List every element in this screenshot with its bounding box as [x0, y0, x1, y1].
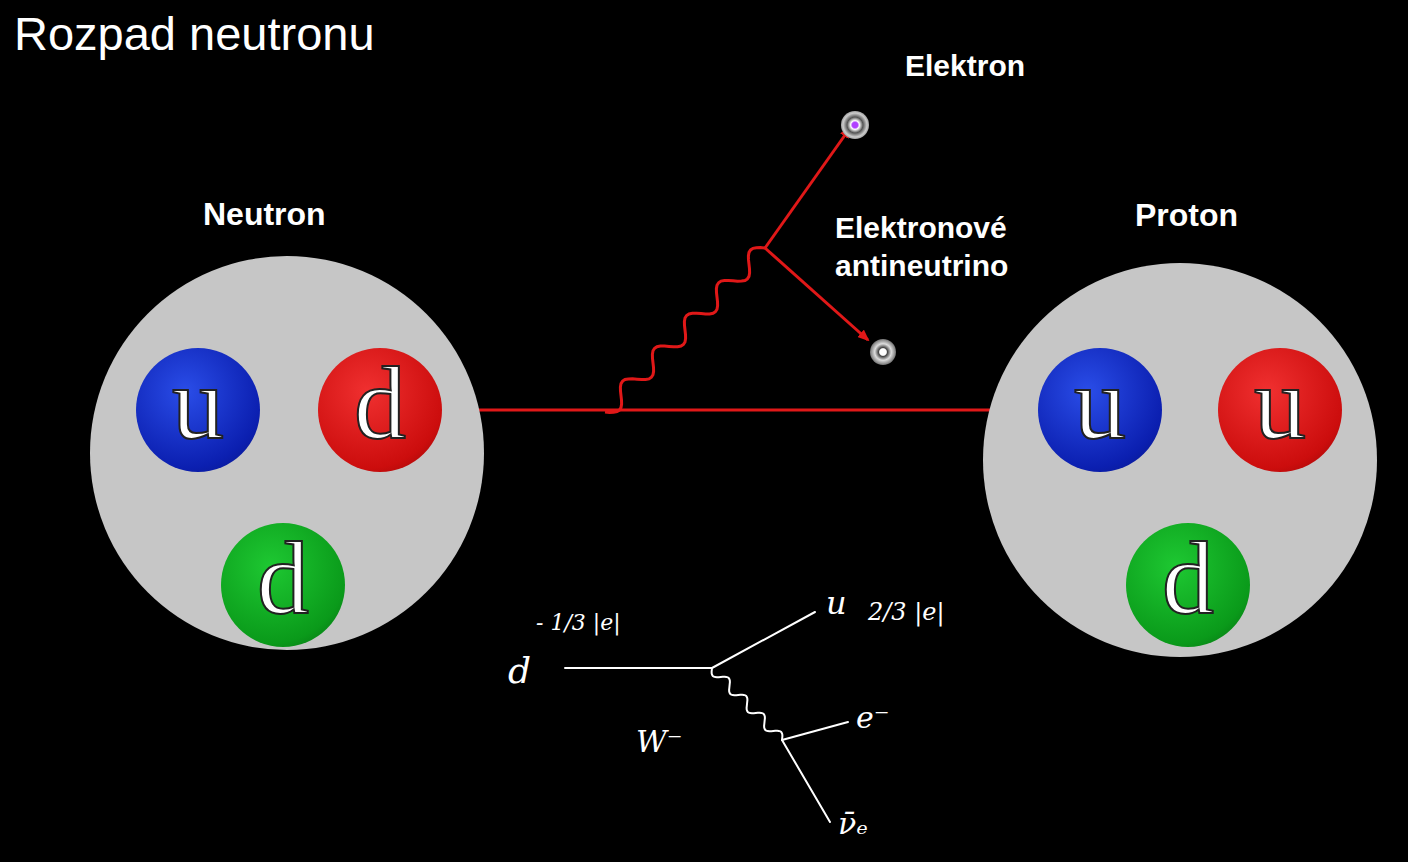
quark-transition-arrow [442, 409, 1038, 412]
nucleon-circle: Protonuud [983, 263, 1377, 657]
particle-dot: Elektron [841, 111, 869, 139]
quark-letter: u [1074, 351, 1126, 455]
nucleon-circle: Neutronudd [90, 256, 484, 650]
quark-ball: d [1126, 523, 1250, 647]
quark-ball: u [136, 348, 260, 472]
feynman-label: ν̄ₑ [838, 806, 868, 841]
particle-name: Neutron [203, 196, 326, 233]
feynman-label: 2/3 |e| [868, 598, 945, 626]
particle-dot: Elektronové antineutrino [870, 339, 896, 365]
w-boson-wave [605, 248, 765, 413]
quark-letter: u [172, 351, 224, 455]
feynman-label: e⁻ [856, 700, 890, 735]
quark-ball: u [1038, 348, 1162, 472]
feynman-diagram [565, 612, 848, 822]
quark-ball: d [221, 523, 345, 647]
quark-ball: d [318, 348, 442, 472]
quark-letter: d [354, 351, 406, 455]
quark-ball: u [1218, 348, 1342, 472]
quark-letter: d [1162, 526, 1214, 630]
quark-letter: u [1254, 351, 1306, 455]
feynman-label: W⁻ [636, 724, 683, 759]
particle-name: Elektron [905, 49, 1025, 83]
particle-name: Proton [1135, 197, 1238, 234]
title: Rozpad neutronu [14, 6, 375, 61]
quark-letter: d [257, 526, 309, 630]
feynman-label: - 1/3 |e| [536, 610, 621, 635]
feynman-label: u [826, 584, 847, 622]
particle-name: Elektronové antineutrino [835, 209, 1085, 285]
feynman-label: d [508, 650, 531, 691]
